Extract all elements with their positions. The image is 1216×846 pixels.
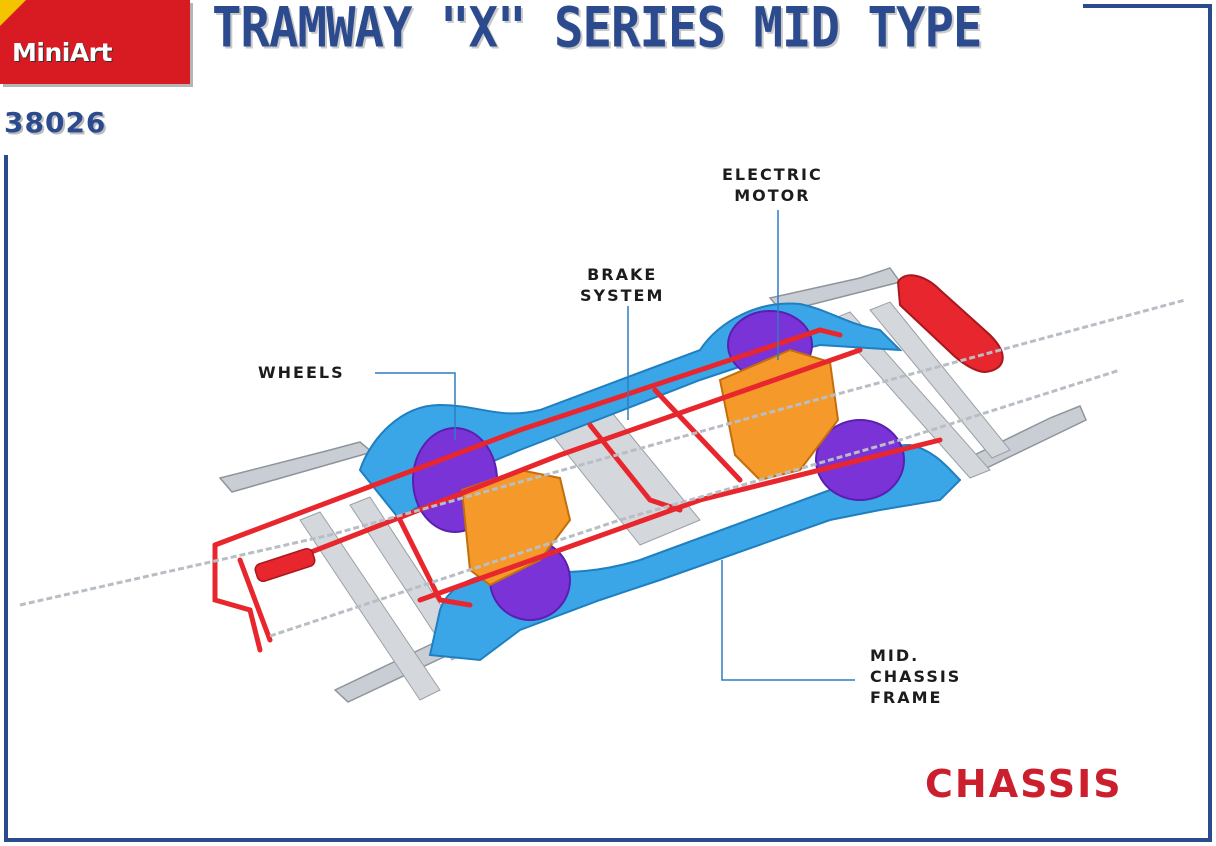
brake-rods	[212, 327, 943, 653]
chains	[19, 298, 1186, 638]
mid-chassis-frame-label: MID. CHASSIS FRAME	[870, 646, 962, 707]
kit-number: 38026	[4, 106, 107, 139]
brake-system-label: BRAKE SYSTEM	[580, 265, 665, 305]
frame-right-line	[1208, 4, 1212, 842]
callout-leaders	[375, 210, 855, 681]
logo-corner-flag	[0, 0, 26, 26]
electric-motors	[460, 348, 840, 587]
cross-rails	[299, 301, 1011, 701]
brake-cylinder	[254, 547, 316, 583]
section-title: CHASSIS	[925, 762, 1123, 806]
page-title: TRAMWAY "X" SERIES MID TYPE	[212, 0, 983, 60]
wheels-label: WHEELS	[258, 363, 345, 382]
miniart-logo: MiniArt	[0, 0, 190, 84]
electric-motor-label: ELECTRIC MOTOR	[722, 165, 823, 205]
frame-bottom-line	[4, 838, 1212, 842]
logo-text: MiniArt	[12, 38, 112, 67]
frame-left-line	[4, 155, 8, 842]
frame-top-line	[1083, 4, 1212, 8]
